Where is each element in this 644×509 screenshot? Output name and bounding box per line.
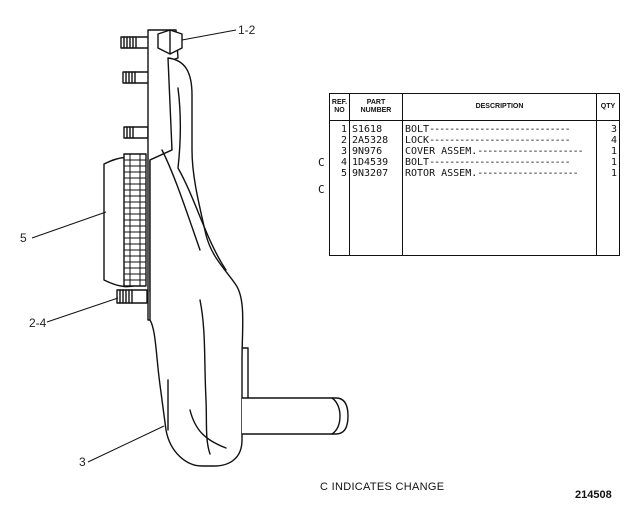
callout-5: 5 bbox=[20, 231, 27, 245]
table-row: 4 1D4539 BOLT---------------------------… bbox=[329, 157, 620, 168]
cell-description: BOLT---------------------------- bbox=[402, 157, 597, 168]
cell-description: COVER ASSEM.--------------------- bbox=[402, 146, 597, 157]
change-mark-row-3: C bbox=[318, 156, 325, 169]
cell-qty: 3 bbox=[596, 120, 620, 135]
leader-1-2 bbox=[181, 29, 237, 41]
table-row: 3 9N976 COVER ASSEM.--------------------… bbox=[329, 146, 620, 157]
cell-qty: 4 bbox=[596, 135, 620, 146]
cell-part-number: 1D4539 bbox=[349, 157, 403, 168]
shaft bbox=[241, 397, 349, 435]
bolt-upper bbox=[122, 71, 150, 84]
leader-5 bbox=[31, 211, 107, 239]
table-row: 1 S1618 BOLT----------------------------… bbox=[329, 120, 620, 135]
leader-3 bbox=[87, 425, 165, 463]
drawing-number: 214508 bbox=[575, 489, 612, 501]
table-filler-row bbox=[329, 179, 620, 256]
cell-ref: 5 bbox=[329, 168, 350, 179]
cell-part-number: 9N976 bbox=[349, 146, 403, 157]
rotor-gear bbox=[103, 153, 147, 288]
cell-part-number: S1618 bbox=[349, 120, 403, 135]
header-ref-no: REF.NO bbox=[329, 93, 350, 121]
cell-ref: 4 bbox=[329, 157, 350, 168]
leader-2-4 bbox=[46, 297, 119, 323]
table-row: 5 9N3207 ROTOR ASSEM.-------------------… bbox=[329, 168, 620, 179]
cell-part-number: 9N3207 bbox=[349, 168, 403, 179]
cell-ref: 3 bbox=[329, 146, 350, 157]
callout-2-4: 2-4 bbox=[29, 316, 47, 330]
cell-qty: 1 bbox=[596, 168, 620, 179]
cell-qty: 1 bbox=[596, 157, 620, 168]
bolt-top bbox=[120, 36, 150, 49]
callout-3: 3 bbox=[79, 455, 86, 469]
header-description: DESCRIPTION bbox=[402, 93, 597, 121]
cell-description: BOLT---------------------------- bbox=[402, 120, 597, 135]
cover-body bbox=[149, 57, 244, 467]
cell-ref: 2 bbox=[329, 135, 350, 146]
cell-part-number: 2A5328 bbox=[349, 135, 403, 146]
change-legend-note: C INDICATES CHANGE bbox=[320, 481, 445, 493]
cell-ref: 1 bbox=[329, 120, 350, 135]
bolt-lower bbox=[116, 289, 148, 304]
table-row: 2 2A5328 LOCK---------------------------… bbox=[329, 135, 620, 146]
cell-description: ROTOR ASSEM.-------------------- bbox=[402, 168, 597, 179]
cell-qty: 1 bbox=[596, 146, 620, 157]
cell-description: LOCK---------------------------- bbox=[402, 135, 597, 146]
callout-1-2: 1-2 bbox=[238, 23, 256, 37]
nut-top bbox=[157, 29, 183, 55]
change-mark-row-5: C bbox=[318, 183, 325, 196]
bolt-middle bbox=[123, 126, 149, 139]
header-qty: QTY bbox=[596, 93, 620, 121]
